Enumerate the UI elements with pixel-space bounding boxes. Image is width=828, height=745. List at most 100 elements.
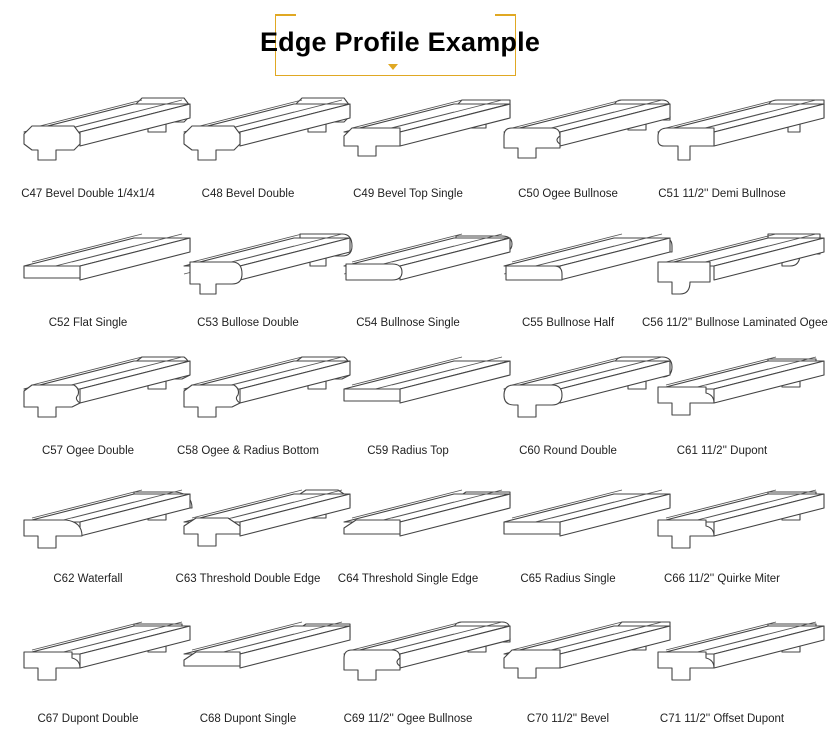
profile-front-face [503,384,563,418]
edge-profile-c48: C48 Bevel Double [168,88,351,223]
profile-drawing-c50 [503,99,671,159]
profile-drawing-c62 [23,489,193,549]
edge-profile-c60: C60 Round Double [488,345,673,480]
profile-caption: C58 Ogee & Radius Bottom [177,445,319,457]
profile-caption: C60 Round Double [519,445,617,457]
profile-front-face [183,384,241,418]
edge-profile-c64: C64 Threshold Single Edge [328,478,511,613]
profile-front-face [183,651,241,667]
profile-caption: C65 Radius Single [520,573,616,585]
profile-front-face [23,651,81,681]
profile-front-face [657,261,711,295]
edge-profile-c54: C54 Bullnose Single [328,222,513,357]
profile-front-face [343,388,401,402]
edge-profile-c67: C67 Dupont Double [8,610,191,745]
profile-edge-face [559,103,671,147]
profile-drawing-c55 [503,233,673,281]
profile-caption: C66 11/2'' Quirke Miter [663,573,781,585]
profile-front-face [343,127,401,157]
profile-front-face [503,127,561,159]
profile-front-face [183,517,241,547]
edge-profile-c49: C49 Bevel Top Single [328,88,511,223]
profile-caption: C50 Ogee Bullnose [518,188,618,200]
profile-edge-face [713,360,825,404]
edge-profile-c56: C56 11/2'' Bullnose Laminated Ogee [642,222,828,357]
profile-edge-face [79,625,191,669]
edge-profile-c50: C50 Ogee Bullnose [488,88,671,223]
profile-edge-face [79,360,191,404]
profile-caption: C59 Radius Top [367,445,449,457]
profile-edge-face [713,625,825,669]
edge-profile-c65: C65 Radius Single [488,478,671,613]
title-pointer-icon [388,64,398,70]
profile-caption: C63 Threshold Double Edge [175,573,321,585]
profile-caption: C52 Flat Single [48,317,128,329]
profile-front-face [23,384,81,418]
edge-profile-c52: C52 Flat Single [8,222,191,357]
edge-profile-c51: C51 11/2'' Demi Bullnose [642,88,825,223]
profile-front-face [503,521,561,535]
profile-drawing-c66 [657,489,825,549]
profile-caption: C53 Bullose Double [197,317,299,329]
edge-profile-c63: C63 Threshold Double Edge [168,478,351,613]
profile-caption: C56 11/2'' Bullnose Laminated Ogee [642,317,828,329]
profile-drawing-c61 [657,356,825,416]
profile-drawing-c68 [183,621,351,669]
profile-caption: C62 Waterfall [53,573,123,585]
profile-front-face [657,127,715,161]
profile-drawing-c56 [657,233,825,295]
profile-front-face [505,265,563,281]
profile-front-face [657,386,715,416]
edge-profile-c69: C69 11/2'' Ogee Bullnose [328,610,511,745]
profile-drawing-c67 [23,621,191,681]
profile-drawing-c51 [657,99,825,161]
edge-profile-c53: C53 Bullose Double [168,222,353,357]
edge-profile-c57: C57 Ogee Double [8,345,191,480]
profile-edge-face [713,493,825,537]
page-title: Edge Profile Example [259,27,541,57]
profile-caption: C49 Bevel Top Single [353,188,463,200]
profile-caption: C70 11/2'' Bevel [526,713,610,725]
profile-front-face [343,649,401,681]
profile-drawing-c52 [23,233,191,281]
profile-caption: C69 11/2'' Ogee Bullnose [343,713,473,725]
profile-front-face [23,519,83,549]
title-frame [275,14,516,76]
profile-drawing-c70 [503,621,671,679]
profile-drawing-c47 [23,97,191,161]
edge-profile-c59: C59 Radius Top [328,345,511,480]
profile-caption: C57 Ogee Double [41,445,135,457]
profile-drawing-c58 [183,356,351,418]
profile-drawing-c63 [183,489,351,547]
profile-drawing-c48 [183,97,351,161]
profile-caption: C61 11/2'' Dupont [676,445,768,457]
profile-caption: C71 11/2'' Offset Dupont [659,713,785,725]
profile-caption: C64 Threshold Single Edge [337,573,479,585]
edge-profile-c61: C61 11/2'' Dupont [642,345,825,480]
edge-profile-c55: C55 Bullnose Half [488,222,673,357]
profile-drawing-c71 [657,621,825,681]
profile-front-face [189,261,243,295]
profile-drawing-c60 [503,356,673,418]
profile-edge-face [713,237,825,281]
edge-profile-c47: C47 Bevel Double 1/4x1/4 [8,88,191,223]
edge-profile-c58: C58 Ogee & Radius Bottom [168,345,351,480]
profile-drawing-c57 [23,356,191,418]
profile-caption: C68 Dupont Single [199,713,297,725]
edge-profile-c68: C68 Dupont Single [168,610,351,745]
profile-drawing-c53 [183,233,353,295]
profile-caption: C47 Bevel Double 1/4x1/4 [21,188,155,200]
profile-front-face [183,125,241,161]
edge-profile-c62: C62 Waterfall [8,478,193,613]
profile-edge-face [239,360,351,404]
profile-drawing-c54 [343,233,513,281]
profile-front-face [23,265,81,279]
profile-caption: C51 11/2'' Demi Bullnose [658,188,786,200]
edge-profile-c71: C71 11/2'' Offset Dupont [642,610,825,745]
profile-caption: C48 Bevel Double [201,188,295,200]
profile-drawing-c59 [343,356,511,404]
profile-drawing-c69 [343,621,511,681]
profile-front-face [343,519,401,535]
profile-front-face [345,263,403,281]
profile-caption: C54 Bullnose Single [356,317,460,329]
